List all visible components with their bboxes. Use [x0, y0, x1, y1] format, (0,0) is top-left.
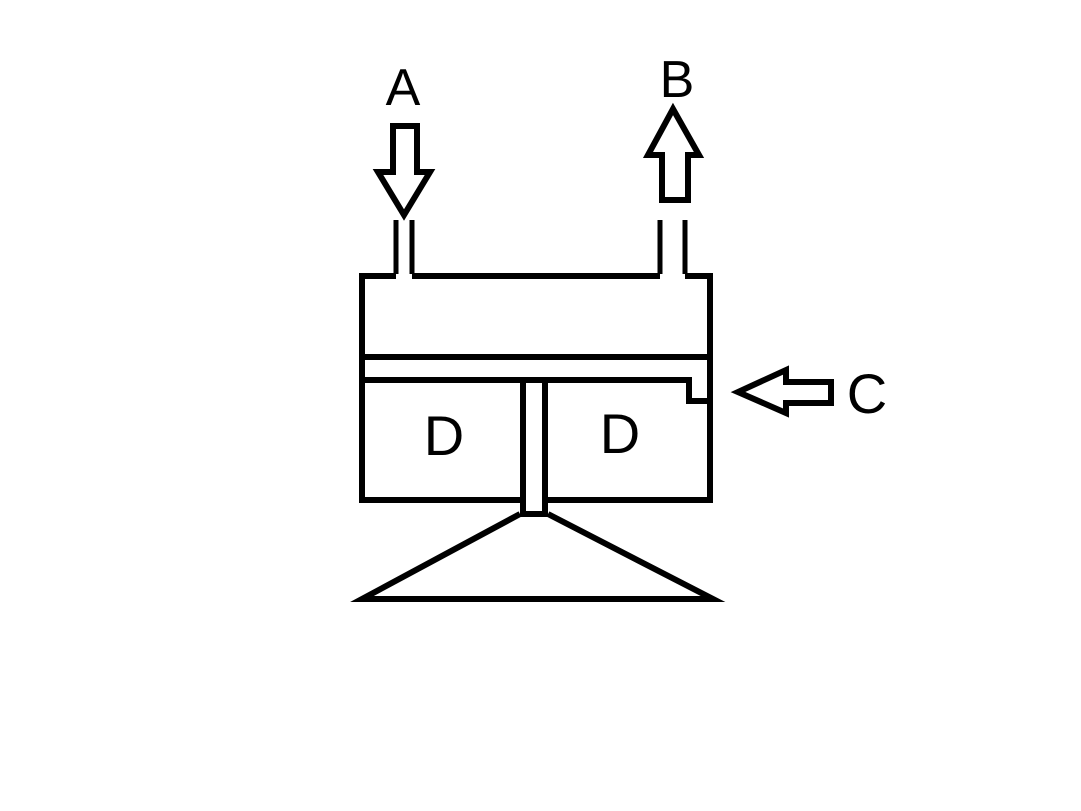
arrow-up-icon [642, 102, 705, 203]
label-inlet-a: A [386, 59, 421, 117]
label-outlet-b: B [660, 51, 695, 109]
center-tube [520, 380, 548, 517]
inlet-pipe-a [393, 220, 415, 274]
vessel-outline [350, 220, 726, 602]
arrow-down-icon [372, 123, 436, 221]
label-inlet-c: C [847, 362, 887, 425]
outlet-pipe-b [657, 220, 688, 274]
label-chamber-d-right: D [600, 402, 640, 465]
label-chamber-d-left: D [424, 404, 464, 467]
arrow-left-icon [730, 365, 834, 418]
vessel-left-wall [359, 273, 520, 503]
vessel-right-wall [548, 273, 713, 503]
partition-plate-bottom-line-with-port-notch [362, 377, 710, 404]
cone-base [350, 511, 726, 602]
